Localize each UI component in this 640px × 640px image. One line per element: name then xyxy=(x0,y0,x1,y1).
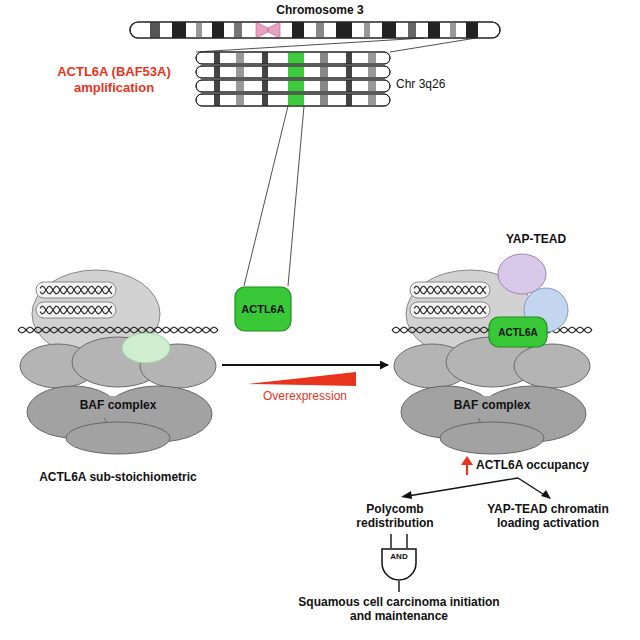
figure-label: Chromosome 3 xyxy=(240,3,400,17)
overexpression-wedge xyxy=(248,372,356,386)
process-arrow xyxy=(222,364,388,366)
overexpression-label: Overexpression xyxy=(250,389,360,403)
blob-outline xyxy=(392,262,592,454)
outcome-label: Squamous cell carcinoma initiation and m… xyxy=(289,595,509,624)
chromosome xyxy=(130,22,500,38)
node-label: AND xyxy=(390,552,407,561)
node-label: ACTL6A xyxy=(241,303,284,315)
node-label: ACTL6A xyxy=(498,327,537,338)
and-gate: AND xyxy=(381,548,417,582)
actl6a-subunit: ACTL6A xyxy=(488,316,548,348)
amplified-segments xyxy=(196,52,390,106)
blob-outline xyxy=(18,262,218,462)
baf-complex: BAF complex ACTL6A xyxy=(392,262,592,454)
amplification-label: ACTL6A (BAF53A) amplification xyxy=(36,64,192,95)
baf-complex: BAF complex xyxy=(18,262,218,462)
state-label: ACTL6A occupancy xyxy=(476,458,616,472)
node-label: BAF complex xyxy=(80,398,157,412)
state-label: ACTL6A sub-stoichiometric xyxy=(8,470,228,484)
node-label: BAF complex xyxy=(454,398,531,412)
actl6a-protein: ACTL6A xyxy=(234,286,292,332)
factor-label: YAP-TEAD xyxy=(494,232,578,246)
outcome-label: YAP-TEAD chromatin loading activation xyxy=(478,502,618,531)
locus-label: Chr 3q26 xyxy=(396,77,476,91)
outcome-label: Polycomb redistribution xyxy=(335,502,455,531)
